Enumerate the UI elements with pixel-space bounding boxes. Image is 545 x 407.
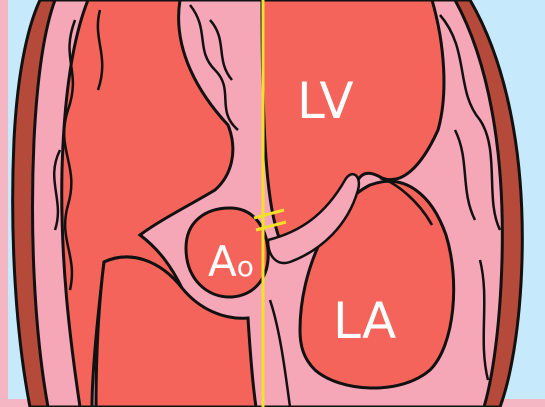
label-la: LA bbox=[333, 292, 396, 350]
label-ao-main: A bbox=[208, 237, 237, 286]
label-ao-sub: o bbox=[237, 250, 254, 283]
label-lv: LV bbox=[297, 72, 354, 130]
left-border bbox=[0, 0, 8, 407]
